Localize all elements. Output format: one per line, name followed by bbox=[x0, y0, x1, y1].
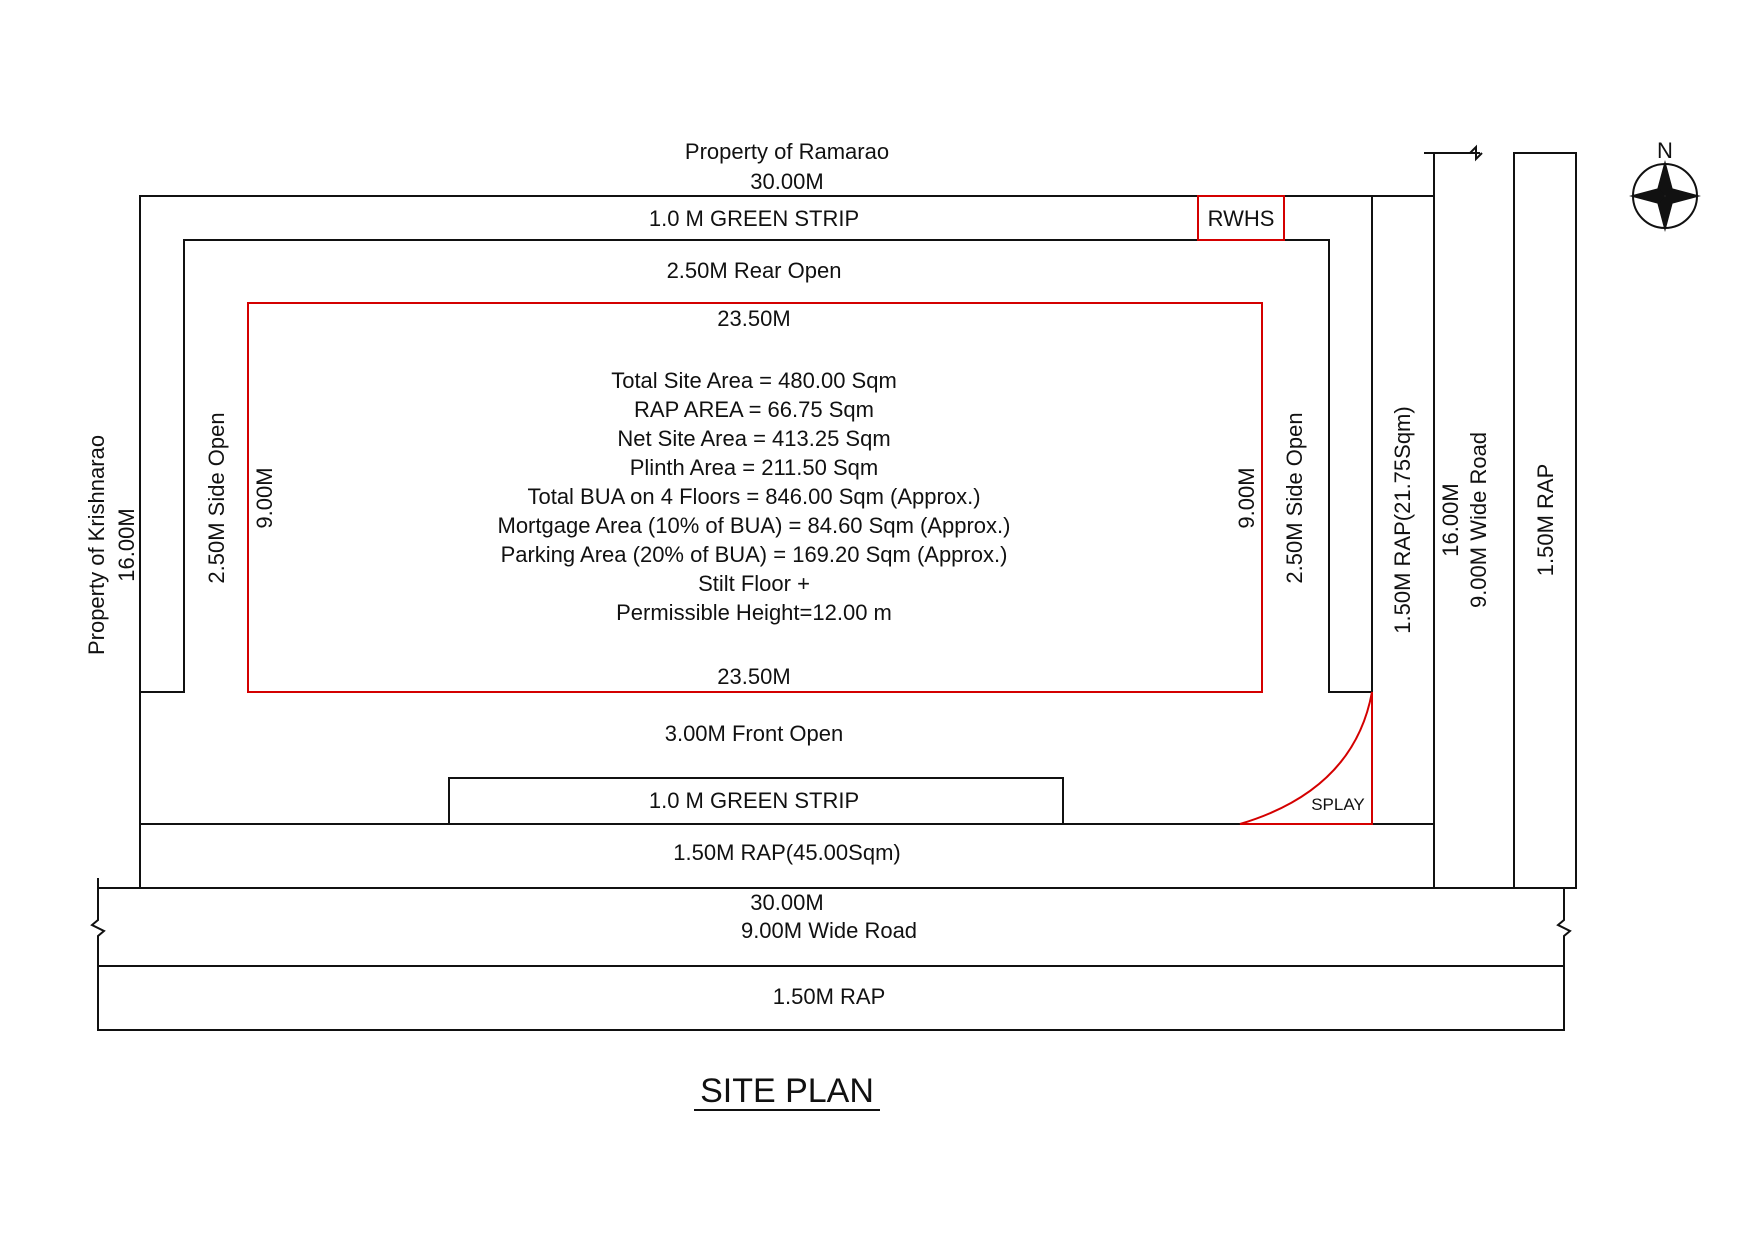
east-road-break-zigzag bbox=[1469, 144, 1483, 162]
rwhs-box bbox=[1197, 195, 1285, 241]
south-length-label: 30.00M bbox=[750, 890, 823, 915]
drawing-title: SITE PLAN bbox=[700, 1072, 874, 1110]
south-road-break-left bbox=[90, 878, 106, 966]
west-owner-label: Property of Krishnarao bbox=[84, 435, 109, 655]
note-plinth-area: Plinth Area = 211.50 Sqm bbox=[630, 455, 878, 480]
note-total-site-area: Total Site Area = 480.00 Sqm bbox=[611, 368, 897, 393]
note-rap-area: RAP AREA = 66.75 Sqm bbox=[634, 397, 874, 422]
note-permissible-height: Permissible Height=12.00 m bbox=[616, 600, 892, 625]
green-strip-bottom-label: 1.0 M GREEN STRIP bbox=[649, 788, 859, 813]
east-length-label: 16.00M bbox=[1438, 483, 1463, 556]
south-road-label: 9.00M Wide Road bbox=[741, 918, 917, 943]
east-road-label: 9.00M Wide Road bbox=[1466, 432, 1491, 608]
note-total-bua: Total BUA on 4 Floors = 846.00 Sqm (Appr… bbox=[527, 484, 980, 509]
building-bottom-width: 23.50M bbox=[717, 664, 790, 689]
side-rap-label: 1.50M RAP(21.75Sqm) bbox=[1390, 406, 1415, 633]
north-length-label: 30.00M bbox=[750, 169, 823, 194]
front-rap-label: 1.50M RAP(45.00Sqm) bbox=[673, 840, 900, 865]
note-net-site-area: Net Site Area = 413.25 Sqm bbox=[617, 426, 890, 451]
front-open-label: 3.00M Front Open bbox=[665, 721, 844, 746]
north-label: N bbox=[1657, 138, 1673, 163]
south-road-far-rap bbox=[97, 965, 1565, 1031]
splay-curve bbox=[1239, 691, 1373, 825]
right-side-open-label: 2.50M Side Open bbox=[1282, 412, 1307, 583]
west-length-label: 16.00M bbox=[114, 508, 139, 581]
north-arrow-icon bbox=[1629, 160, 1701, 232]
east-far-rap-label: 1.50M RAP bbox=[1533, 464, 1558, 577]
rear-open-label: 2.50M Rear Open bbox=[667, 258, 842, 283]
south-far-rap-label: 1.50M RAP bbox=[773, 984, 886, 1009]
rwhs-label: RWHS bbox=[1208, 206, 1275, 231]
front-green-strip bbox=[448, 777, 1064, 825]
building-top-width: 23.50M bbox=[717, 306, 790, 331]
note-parking-area: Parking Area (20% of BUA) = 169.20 Sqm (… bbox=[501, 542, 1008, 567]
note-stilt-floor: Stilt Floor + bbox=[698, 571, 810, 596]
building-right-depth: 9.00M bbox=[1234, 467, 1259, 528]
building-left-depth: 9.00M bbox=[252, 467, 277, 528]
north-owner-label: Property of Ramarao bbox=[685, 139, 889, 164]
note-mortgage-area: Mortgage Area (10% of BUA) = 84.60 Sqm (… bbox=[498, 513, 1011, 538]
building-footprint bbox=[247, 302, 1263, 693]
splay-label: SPLAY bbox=[1311, 795, 1365, 814]
south-road-break-right bbox=[1556, 888, 1572, 966]
left-side-open-label: 2.50M Side Open bbox=[204, 412, 229, 583]
green-strip-top-label: 1.0 M GREEN STRIP bbox=[649, 206, 859, 231]
area-notes: Total Site Area = 480.00 Sqm RAP AREA = … bbox=[498, 368, 1011, 625]
